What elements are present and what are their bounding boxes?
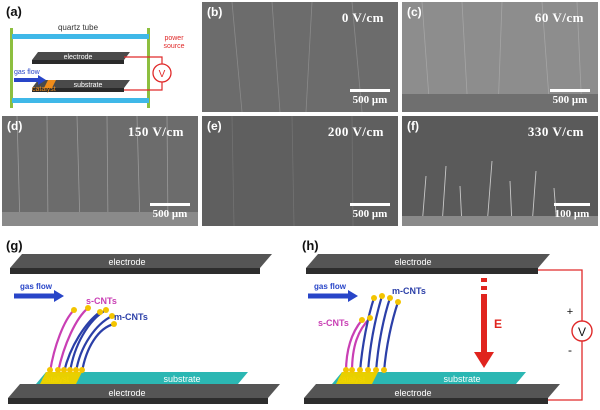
sem-texture	[402, 2, 598, 112]
panel-h-schematic: electrode electrode substrate catalyst g…	[298, 236, 598, 408]
bottom-electrode-label: electrode	[108, 388, 145, 398]
panel-e-label: (e)	[207, 119, 222, 133]
m-cnt-3	[74, 315, 113, 373]
top-electrode-label: electrode	[108, 257, 145, 267]
panel-b-scalebar: 500 μm	[350, 89, 390, 106]
substrate-label: substrate	[443, 374, 480, 384]
power-wire-top	[124, 56, 163, 64]
panel-d-scalebar: 500 μm	[150, 203, 190, 220]
catalyst-strip	[336, 372, 378, 384]
panel-f-scalebar: 100 μm	[554, 203, 590, 220]
panel-f-sem: (f) 330 V/cm 100 μm	[402, 116, 598, 226]
catalyst-label: catalyst	[32, 86, 56, 93]
svg-text:V: V	[159, 69, 166, 80]
field-label: E	[494, 317, 502, 331]
panel-e-field: 200 V/cm	[327, 124, 384, 139]
s-cnts-label: s-CNTs	[86, 296, 117, 306]
circuit-wire-top	[538, 269, 583, 322]
gas-flow-label: gas flow	[20, 282, 53, 291]
panel-b-field: 0 V/cm	[341, 10, 384, 25]
panel-c-label: (c)	[407, 5, 422, 19]
sem-texture	[231, 2, 363, 112]
bottom-electrode	[8, 384, 280, 398]
tube-end-left	[10, 28, 13, 108]
electric-field-arrow	[474, 278, 494, 368]
sem-texture	[402, 160, 598, 226]
bottom-electrode-label: electrode	[394, 388, 431, 398]
panel-f-field: 330 V/cm	[527, 124, 584, 139]
sem-texture	[2, 116, 198, 226]
substrate-slab	[32, 80, 130, 88]
m-cnt-1	[62, 311, 101, 373]
top-electrode-label: electrode	[394, 257, 431, 267]
catalyst-label: catalyst	[338, 375, 366, 384]
quartz-tube-top	[12, 34, 149, 39]
panel-b-label: (b)	[207, 5, 223, 19]
gas-flow-label: gas flow	[14, 69, 41, 76]
voltmeter-icon	[571, 320, 593, 342]
s-cnt-1	[48, 309, 75, 373]
panel-e-scalebar: 500 μm	[350, 203, 390, 220]
panel-b-sem: (b) 0 V/cm 500 μm	[202, 2, 398, 112]
catalyst-strip	[44, 80, 56, 88]
plus-sign: +	[567, 306, 573, 318]
m-cnts-label: m-CNTs	[392, 286, 426, 296]
sem-texture	[231, 116, 354, 226]
panel-a-label: (a)	[6, 4, 22, 19]
substrate-slab	[332, 372, 526, 384]
power-label-2: source	[163, 43, 184, 50]
quartz-tube-label: quartz tube	[58, 23, 99, 32]
quartz-tube-bottom	[12, 98, 149, 103]
m-cnt-1	[358, 297, 376, 373]
m-cnt-3	[374, 297, 392, 373]
substrate-label: substrate	[163, 374, 200, 384]
panel-h-label: (h)	[302, 238, 319, 253]
panel-d-field: 150 V/cm	[127, 124, 184, 139]
gas-flow-label: gas flow	[314, 282, 347, 291]
m-cnts-label: m-CNTs	[114, 312, 148, 322]
top-electrode	[10, 254, 272, 268]
catalyst-particles	[343, 293, 401, 373]
electrode-label: electrode	[64, 54, 93, 61]
voltmeter-icon	[152, 63, 172, 83]
s-cnt-2	[56, 307, 89, 373]
growth-schematic-no-field: electrode electrode substrate catalyst g…	[8, 254, 280, 404]
panel-c-sem: (c) 60 V/cm 500 μm	[402, 2, 598, 112]
svg-text:V: V	[578, 325, 586, 339]
minus-sign: -	[568, 343, 572, 357]
panel-d-sem: (d) 150 V/cm 500 μm	[2, 116, 198, 226]
s-cnts-label: s-CNTs	[318, 318, 349, 328]
catalyst-particles	[47, 305, 117, 373]
m-cnt-2	[366, 295, 384, 373]
tube-end-right	[147, 28, 150, 108]
bottom-electrode	[304, 384, 560, 398]
power-label-1: power	[164, 35, 184, 42]
panel-f-label: (f)	[407, 119, 419, 133]
m-cnt-4	[80, 322, 115, 373]
m-cnt-4	[382, 301, 400, 373]
substrate-slab	[36, 372, 248, 384]
panel-g-label: (g)	[6, 238, 23, 253]
substrate-label: substrate	[74, 82, 103, 89]
panel-c-field: 60 V/cm	[534, 10, 584, 25]
panel-e-sem: (e) 200 V/cm 500 μm	[202, 116, 398, 226]
panel-d-label: (d)	[7, 119, 23, 133]
setup-schematic: quartz tube electrode substrate catalyst…	[10, 23, 185, 108]
top-electrode	[306, 254, 550, 268]
catalyst-strip	[40, 372, 82, 384]
growth-schematic-with-field: electrode electrode substrate catalyst g…	[304, 254, 593, 404]
panel-c-scalebar: 500 μm	[550, 89, 590, 106]
panel-g-schematic: electrode electrode substrate catalyst g…	[2, 236, 292, 408]
s-cnt-1	[344, 319, 363, 373]
power-wire-bottom	[124, 82, 163, 91]
panel-a-setup: quartz tube electrode substrate catalyst…	[2, 2, 198, 112]
electrode-slab	[32, 52, 130, 60]
catalyst-label: catalyst	[42, 375, 70, 384]
circuit-wire-bottom	[548, 340, 583, 401]
